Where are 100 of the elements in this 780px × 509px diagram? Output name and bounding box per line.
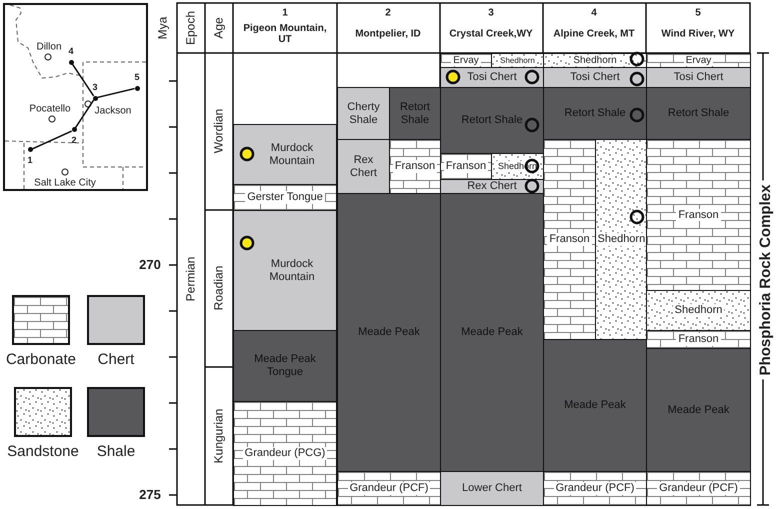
- sandstone-layer: [491, 53, 544, 68]
- tick-label: 270: [139, 258, 161, 272]
- age-label: Wordian: [212, 108, 226, 154]
- epoch-label: Permian: [184, 256, 198, 302]
- layer-label: Rex Chert: [466, 180, 518, 193]
- layer-label: Tosi Chert: [672, 71, 724, 84]
- legend-label: Carbonate: [6, 352, 76, 368]
- layer-label: Retort Shale: [460, 114, 524, 127]
- layer-label: Retort Shale: [563, 107, 627, 120]
- carbonate-layer: [440, 53, 492, 68]
- legend-label: Shale: [96, 444, 136, 460]
- layer-label: Gerster Tongue: [245, 191, 325, 204]
- layer-label: Retort Shale: [399, 100, 431, 126]
- layer-label: Retort Shale: [666, 107, 730, 120]
- layer-label: Ervay: [684, 54, 714, 66]
- layer-label: Murdock Mountain: [268, 258, 316, 284]
- bracket-label: Phosphoria Rock Complex: [758, 180, 774, 380]
- shale-layer: [646, 348, 751, 472]
- site-name: Montpelier, ID: [355, 28, 421, 40]
- carbonate-layer: [646, 139, 751, 291]
- carbonate-layer: [543, 471, 647, 506]
- shale-layer: [440, 87, 544, 154]
- layer-label: Tosi Chert: [466, 71, 518, 84]
- layer-label: Meade Peak: [666, 404, 730, 416]
- chert-layer: [337, 87, 390, 140]
- carbonate-layer: [646, 53, 751, 68]
- site-number: 3: [92, 83, 98, 92]
- section-line: [32, 130, 72, 150]
- tick-label: 275: [139, 488, 161, 502]
- city-label: Dillon: [36, 42, 62, 52]
- layer-label: Shedhorn: [571, 54, 619, 66]
- site-number: 5: [695, 8, 701, 18]
- site-number: 2: [385, 8, 391, 18]
- sandstone-layer: [595, 139, 647, 340]
- layer-label: Grandeur (PCG): [242, 447, 328, 460]
- carbonate-layer: [543, 139, 596, 340]
- age-label: Roadian: [212, 266, 226, 310]
- legend-label: Chert: [98, 352, 134, 368]
- chert-layer: [233, 210, 337, 331]
- site-number: 5: [134, 73, 140, 82]
- carbonate-layer: [233, 184, 337, 211]
- sandstone-layer: [646, 290, 751, 331]
- chert-layer: [233, 124, 337, 185]
- shale-layer: [543, 87, 647, 140]
- site-name: Pigeon Mountain, UT: [242, 23, 328, 45]
- carbonate-layer: [233, 401, 337, 506]
- layer-label: Shedhorn: [672, 304, 724, 317]
- layer-label: Meade Peak Tongue: [253, 353, 317, 379]
- city-label: Pocatello: [29, 104, 71, 114]
- layer-label: Grandeur (PCF): [554, 482, 636, 495]
- shale-layer: [440, 193, 544, 472]
- carbonate-layer: [389, 139, 441, 194]
- city-label: Salt Lake City: [34, 178, 96, 188]
- site-number: 1: [282, 8, 288, 18]
- site-name: Alpine Creek, MT: [553, 28, 635, 40]
- legend-label: Sandstone: [7, 444, 79, 460]
- site-number: 4: [68, 47, 74, 56]
- site-number: 2: [71, 136, 76, 145]
- carbonate-layer: [440, 153, 492, 180]
- site-name: Crystal Creek,WY: [449, 28, 533, 40]
- layer-label: Grandeur (PCF): [348, 482, 430, 495]
- layer-label: Franson: [392, 160, 438, 173]
- layer-label: Franson: [676, 333, 721, 346]
- layer-label: Shedhorn: [498, 56, 537, 66]
- layer-label: Franson: [676, 208, 721, 222]
- site-number: 3: [488, 8, 494, 18]
- layer-label: Franson: [547, 233, 592, 246]
- site-number: 1: [27, 156, 32, 165]
- layer-label: Meade Peak: [460, 326, 524, 339]
- carbonate-layer: [337, 471, 441, 506]
- shale-layer: [543, 339, 647, 472]
- layer-label: Grandeur (PCF): [657, 482, 740, 495]
- site-name: Wind River, WY: [661, 28, 735, 40]
- shale-layer: [337, 193, 441, 472]
- chert-layer: [646, 67, 751, 88]
- carbonate-layer: [646, 330, 751, 349]
- shale-layer: [646, 87, 751, 140]
- section-line: [72, 64, 94, 96]
- column-heading: Mya: [156, 16, 170, 40]
- chert-layer: [337, 139, 390, 194]
- shale-layer: [389, 87, 441, 140]
- layer-label: Tosi Chert: [569, 71, 621, 84]
- column-heading: Age: [212, 17, 226, 39]
- layer-label: Meade Peak: [563, 399, 627, 412]
- layer-label: Shedhorn: [596, 233, 646, 246]
- layer-label: Meade Peak: [357, 326, 421, 339]
- shale-layer: [233, 330, 337, 402]
- layer-label: Rex Chert: [349, 154, 378, 180]
- section-line: [97, 88, 135, 98]
- city-label: Jackson: [94, 106, 132, 116]
- section-line: [74, 100, 94, 128]
- chert-layer: [543, 67, 647, 88]
- layer-label: Franson: [444, 160, 488, 173]
- layer-label: Cherty Shale: [346, 100, 381, 126]
- column-heading: Epoch: [184, 10, 198, 46]
- layer-label: Murdock Mountain: [268, 142, 316, 168]
- layer-label: Ervay: [451, 54, 481, 66]
- carbonate-layer: [646, 471, 751, 506]
- site-number: 4: [591, 8, 597, 18]
- layer-label: Lower Chert: [461, 482, 523, 495]
